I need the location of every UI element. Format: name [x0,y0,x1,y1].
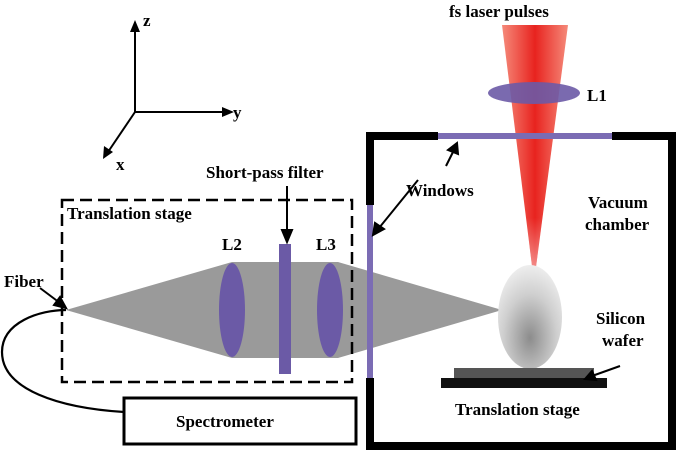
short-pass-filter [279,244,291,374]
sample-translation-stage [441,378,607,388]
annotation-arrows [39,141,621,382]
plasma-plume [498,265,562,369]
sample-stage-label: Translation stage [455,400,580,419]
axis-z-label: z [143,11,151,30]
l3-label: L3 [316,235,336,254]
fiber-label: Fiber [4,272,44,291]
short-pass-filter-label: Short-pass filter [206,163,324,182]
translation-stage-box [60,198,354,384]
side-window [367,205,373,378]
silicon-wafer-label-1: Silicon [596,309,646,328]
silicon-wafer [454,368,594,378]
l2-label: L2 [222,235,242,254]
l1-label: L1 [587,86,607,105]
lens-l3 [317,263,343,357]
vacuum-chamber [366,132,676,450]
lens-l1 [488,82,580,104]
silicon-wafer-label-2: wafer [602,331,644,350]
coordinate-axes: z y x [103,11,242,174]
laser-label: fs laser pulses [449,2,549,21]
translation-stage-label: Translation stage [67,204,192,223]
vacuum-chamber-label-1: Vacuum [588,193,648,212]
fiber [0,308,125,414]
axis-y-label: y [233,103,242,122]
windows-label: Windows [406,181,474,200]
axis-x-label: x [116,155,125,174]
vacuum-chamber-label-2: chamber [585,215,650,234]
chamber-windows [367,133,612,378]
spectrometer-label: Spectrometer [176,412,274,431]
laser-beam [502,25,568,282]
lens-l2 [219,263,245,357]
top-window [438,133,612,139]
spectrometer-box [122,396,358,446]
